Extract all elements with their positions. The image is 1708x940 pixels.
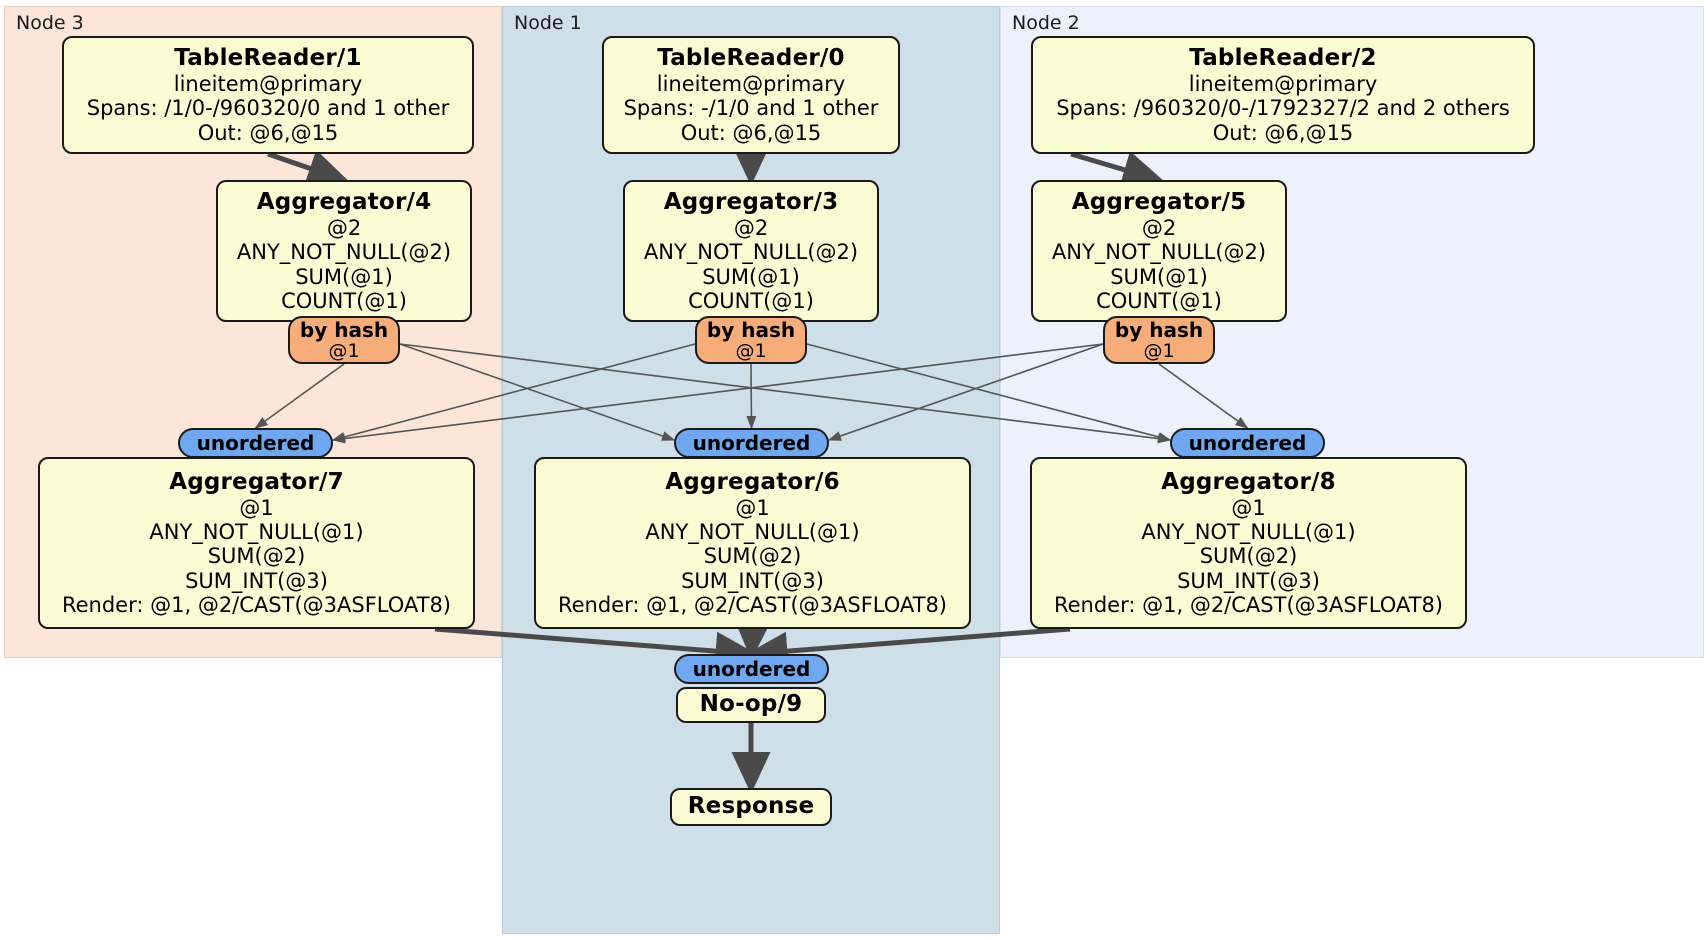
unordered-synchronizer-final-label: unordered [692,657,811,681]
aggregator-5-line-3: COUNT(@1) [1096,288,1222,313]
table-reader-1-line-2: Out: @6,@15 [197,120,339,145]
unordered-synchronizer-middle-label: unordered [692,431,811,455]
aggregator-4-line-3: COUNT(@1) [281,288,407,313]
node-label-node3: Node 3 [16,12,84,34]
table-reader-2-line-2: Out: @6,@15 [1212,120,1354,145]
aggregator-3-line-1: ANY_NOT_NULL(@2) [643,240,859,265]
aggregator-8-title: Aggregator/8 [1161,468,1336,495]
response[interactable]: Response [670,788,832,826]
unordered-synchronizer-right-label: unordered [1188,431,1307,455]
aggregator-5-title: Aggregator/5 [1071,188,1247,215]
aggregator-6-line-1: ANY_NOT_NULL(@1) [645,520,860,545]
aggregator-8-line-3: SUM_INT(@3) [1177,568,1320,593]
node-label-node1: Node 1 [514,12,582,34]
aggregator-7-title: Aggregator/7 [169,468,344,495]
aggregator-6-line-3: SUM_INT(@3) [681,568,824,593]
hash-router-aggregator-4-sub: @1 [328,339,360,362]
aggregator-8-line-4: Render: @1, @2/CAST(@3ASFLOAT8) [1053,593,1444,618]
unordered-synchronizer-left-label: unordered [196,431,315,455]
table-reader-1-line-1: Spans: /1/0-/960320/0 and 1 other [86,96,450,121]
table-reader-0-line-1: Spans: -/1/0 and 1 other [623,96,879,121]
aggregator-7-line-0: @1 [239,495,274,520]
table-reader-1-title: TableReader/1 [174,44,362,71]
aggregator-4-line-2: SUM(@1) [295,264,393,289]
unordered-synchronizer-right[interactable]: unordered [1170,428,1325,458]
aggregator-3-line-3: COUNT(@1) [688,288,814,313]
hash-router-aggregator-5[interactable]: by hash@1 [1103,316,1215,364]
aggregator-7-line-1: ANY_NOT_NULL(@1) [149,520,364,545]
hash-router-aggregator-5-label: by hash [1114,317,1204,342]
table-reader-0-title: TableReader/0 [657,44,845,71]
table-reader-1-line-0: lineitem@primary [173,72,363,97]
unordered-synchronizer-final[interactable]: unordered [674,654,829,684]
aggregator-6-line-2: SUM(@2) [703,544,802,569]
aggregator-3-line-2: SUM(@1) [702,264,800,289]
hash-router-aggregator-3[interactable]: by hash@1 [695,316,807,364]
table-reader-2-line-1: Spans: /960320/0-/1792327/2 and 2 others [1056,96,1510,121]
hash-router-aggregator-4[interactable]: by hash@1 [288,316,400,364]
hash-router-aggregator-3-sub: @1 [735,339,767,362]
aggregator-7-line-2: SUM(@2) [207,544,306,569]
aggregator-7-line-4: Render: @1, @2/CAST(@3ASFLOAT8) [61,593,452,618]
aggregator-8-line-1: ANY_NOT_NULL(@1) [1141,520,1356,545]
aggregator-8-line-0: @1 [1231,495,1266,520]
aggregator-7-line-3: SUM_INT(@3) [185,568,328,593]
aggregator-8-line-2: SUM(@2) [1199,544,1298,569]
hash-router-aggregator-5-sub: @1 [1143,339,1175,362]
aggregator-4-title: Aggregator/4 [256,188,432,215]
no-op-9[interactable]: No-op/9 [676,687,826,723]
aggregator-3-line-0: @2 [733,215,769,240]
aggregator-3-title: Aggregator/3 [663,188,839,215]
no-op-9-title: No-op/9 [699,691,803,718]
response-title: Response [687,793,815,820]
unordered-synchronizer-middle[interactable]: unordered [674,428,829,458]
aggregator-6-title: Aggregator/6 [665,468,840,495]
unordered-synchronizer-left[interactable]: unordered [178,428,333,458]
table-reader-0-line-2: Out: @6,@15 [680,120,822,145]
aggregator-5-line-1: ANY_NOT_NULL(@2) [1051,240,1267,265]
aggregator-4-line-0: @2 [326,215,362,240]
aggregator-4-line-1: ANY_NOT_NULL(@2) [236,240,452,265]
aggregator-5-line-0: @2 [1141,215,1177,240]
aggregator-6-line-4: Render: @1, @2/CAST(@3ASFLOAT8) [557,593,948,618]
hash-router-aggregator-4-label: by hash [299,317,389,342]
table-reader-0-line-0: lineitem@primary [656,72,846,97]
aggregator-5-line-2: SUM(@1) [1110,264,1208,289]
table-reader-2-title: TableReader/2 [1189,44,1377,71]
table-reader-2-line-0: lineitem@primary [1188,72,1378,97]
hash-router-aggregator-3-label: by hash [706,317,796,342]
aggregator-6-line-0: @1 [735,495,770,520]
node-label-node2: Node 2 [1012,12,1080,34]
